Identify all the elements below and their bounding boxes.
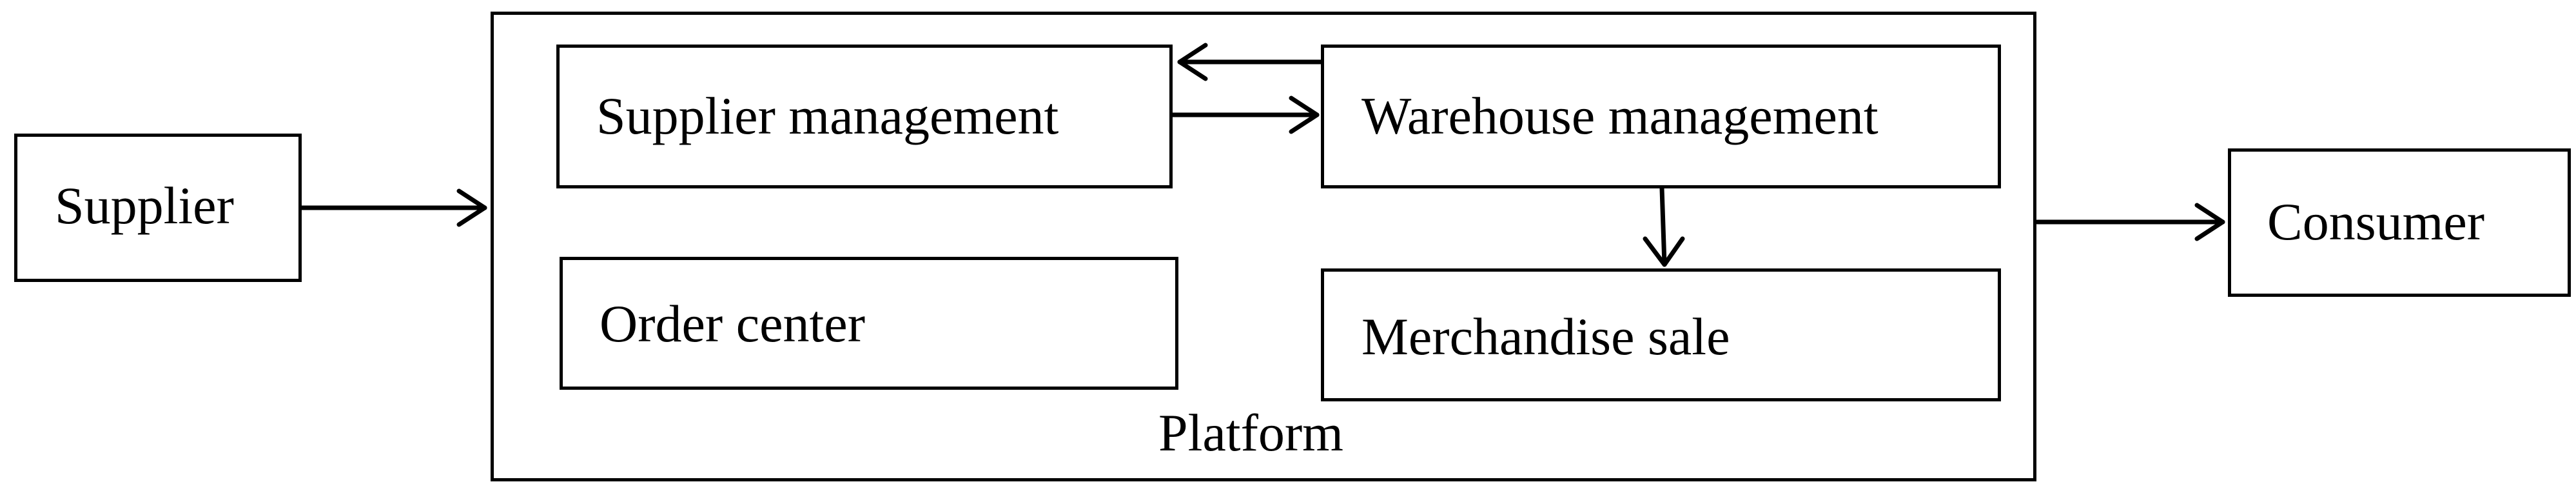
consumer-node: Consumer — [2228, 148, 2571, 297]
arrow-platform-to-consumer — [2034, 203, 2225, 241]
merchandise-sale-node: Merchandise sale — [1321, 268, 2001, 401]
platform-label: Platform — [1158, 403, 1343, 462]
warehouse-management-label: Warehouse management — [1361, 86, 1878, 145]
arrow-supplier-to-platform — [299, 188, 487, 227]
warehouse-management-node: Warehouse management — [1321, 45, 2001, 188]
merchandise-sale-label: Merchandise sale — [1361, 307, 1730, 366]
arrow-warehouse-to-merchandise-sale — [1643, 186, 1685, 267]
arrow-supplier-management-to-warehouse — [1170, 96, 1320, 134]
supplier-management-node: Supplier management — [556, 45, 1173, 188]
order-center-label: Order center — [600, 294, 866, 353]
order-center-node: Order center — [560, 257, 1178, 390]
arrow-warehouse-to-supplier-management — [1177, 43, 1323, 81]
supplier-node: Supplier — [14, 134, 302, 282]
consumer-label: Consumer — [2267, 192, 2485, 251]
supplier-label: Supplier — [55, 176, 234, 235]
supplier-management-label: Supplier management — [596, 86, 1059, 145]
